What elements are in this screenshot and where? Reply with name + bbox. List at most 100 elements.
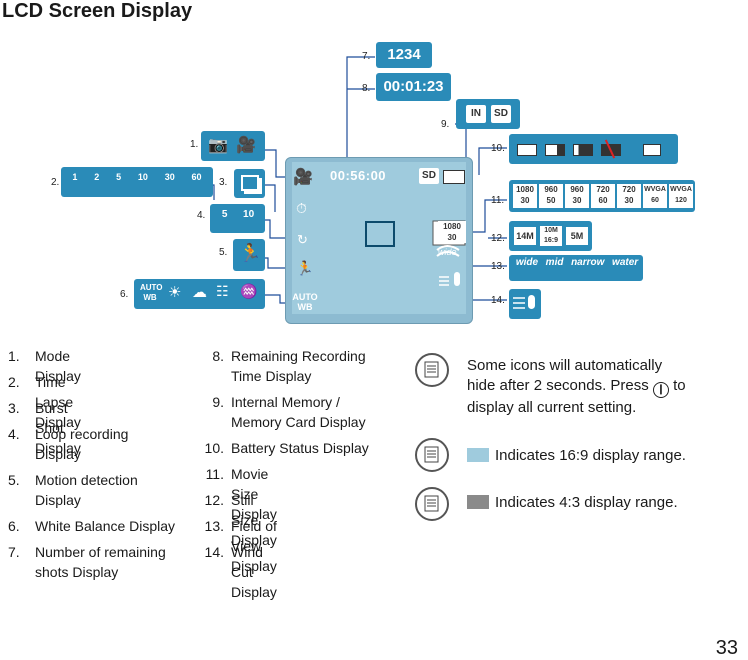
ms-fps: 30 (624, 196, 634, 205)
list-text: Remaining Recording Time Display (231, 348, 366, 384)
note-169-text: Indicates 16:9 display range. (495, 447, 686, 464)
loop-bar (210, 204, 265, 233)
note-169: Indicates 16:9 display range. (467, 446, 686, 466)
ms-res: 720 (622, 185, 636, 194)
note-43: Indicates 4:3 display range. (467, 493, 678, 513)
page-title: LCD Screen Display (2, 0, 193, 22)
ms-fps: 120 (675, 197, 687, 204)
wb-cloud-icon: ☁ (192, 284, 207, 301)
time-lapse-2-icon: 2 (94, 172, 100, 182)
callout-9: 9. (441, 119, 450, 130)
list-number: 10. (204, 440, 224, 456)
list-number: 13. (204, 518, 224, 534)
sd-card-icon: SD (491, 105, 511, 123)
burst-bar (234, 169, 265, 198)
ms-res: 960 (570, 185, 584, 194)
battery-full-icon (517, 144, 537, 156)
note-line-2-text: hide after 2 seconds. Press (467, 377, 649, 394)
callout-6: 6. (120, 289, 129, 300)
time-lapse-10-icon: 10 (137, 172, 148, 182)
wb-fluorescent-icon: ☷ (216, 283, 229, 299)
motion-bar (233, 239, 265, 271)
loop-icons: 5 10 (214, 209, 262, 229)
remaining-shots-display: 1234 (376, 42, 432, 68)
fov-water-icon: water (612, 257, 639, 268)
still-size-10m: 10M 16:9 (540, 226, 562, 246)
time-lapse-60-icon: 60 (191, 172, 202, 182)
ss-ratio: 16:9 (543, 237, 558, 244)
swatch-169 (467, 448, 489, 462)
callout-3: 3. (219, 177, 228, 188)
list-text: Movie Size Display (231, 466, 277, 522)
info-button-icon: ❙ (652, 382, 669, 398)
list-text: Field of View Display (231, 518, 277, 574)
note-icon (415, 353, 449, 387)
list-number: 11. (205, 466, 224, 482)
ms-res: WVGA (670, 186, 692, 193)
time-lapse-bar (61, 167, 213, 197)
ms-fps: 30 (520, 196, 530, 205)
callout-1: 1. (190, 139, 199, 150)
time-lapse-icons: 1 2 5 10 30 60 (64, 172, 210, 192)
ms-fps: 50 (546, 196, 556, 205)
callout-13: 13. (491, 261, 505, 272)
list-number: 8. (212, 348, 224, 364)
list-number: 2. (8, 374, 20, 390)
wb-sun-icon: ☀ (168, 284, 182, 301)
ms-res: 720 (596, 185, 610, 194)
list-number: 7. (8, 544, 20, 560)
wb-auto-icon: AUTO WB (140, 283, 163, 302)
page-number: 33 (715, 637, 738, 659)
fov-icons: wide mid narrow water (512, 257, 642, 279)
list-text: Time Lapse Display (35, 374, 81, 430)
legend-list-left: 1.Mode Display 2.Time Lapse Display 3.Bu… (8, 346, 188, 586)
camera-mode-icon: 📷 (208, 137, 228, 154)
note-line-3: display all current setting. (467, 399, 637, 416)
ms-res: 960 (544, 185, 558, 194)
burst-shot-icon (241, 175, 259, 191)
list-text: Number of remaining shots Display (35, 544, 166, 580)
callout-14: 14. (491, 295, 505, 306)
video-mode-icon: 🎥 (236, 137, 256, 154)
list-text: Motion detection Display (35, 472, 138, 508)
still-size-14m: 14M (514, 227, 536, 245)
external-power-icon (643, 144, 661, 156)
fov-bar (509, 255, 643, 281)
note-page-icon (424, 361, 439, 378)
note-line-2: hide after 2 seconds. Press ❙ to (467, 376, 727, 398)
fov-narrow-icon: narrow (571, 257, 605, 268)
callout-8: 8. (362, 83, 371, 94)
internal-memory-icon: IN (466, 105, 486, 123)
callout-5: 5. (219, 247, 228, 258)
swatch-43 (467, 495, 489, 509)
list-number: 1. (8, 348, 20, 364)
list-number: 3. (8, 400, 20, 416)
ms-fps: 60 (598, 196, 608, 205)
list-text: Internal Memory / Memory Card Display (231, 394, 366, 430)
note-line-2-suffix: to (673, 377, 686, 394)
callout-10: 10. (491, 143, 505, 154)
fov-mid-icon: mid (545, 257, 564, 268)
list-text: Loop recording Display (35, 426, 129, 462)
lcd-loop5-icon: ↻ (297, 232, 308, 247)
lcd-recording-time: 00:56:00 (330, 168, 387, 183)
lcd-awb-icon: AUTO WB (292, 292, 318, 312)
lcd-sd-badge: SD (419, 168, 439, 184)
callout-2: 2. (51, 177, 60, 188)
callout-7: 7. (362, 51, 371, 62)
list-text: White Balance Display (35, 518, 176, 534)
note-autohide: Some icons will automatically hide after… (467, 356, 727, 418)
list-text: Still Size Display (231, 492, 277, 548)
loop-5-icon: 5 (221, 209, 228, 220)
note-page-icon (424, 495, 439, 512)
note-icon (415, 487, 449, 521)
ss-size: 10M (544, 227, 558, 234)
list-number: 9. (212, 394, 224, 410)
lcd-movie-size-fps: 30 (447, 233, 457, 242)
list-text: Battery Status Display (231, 440, 369, 456)
